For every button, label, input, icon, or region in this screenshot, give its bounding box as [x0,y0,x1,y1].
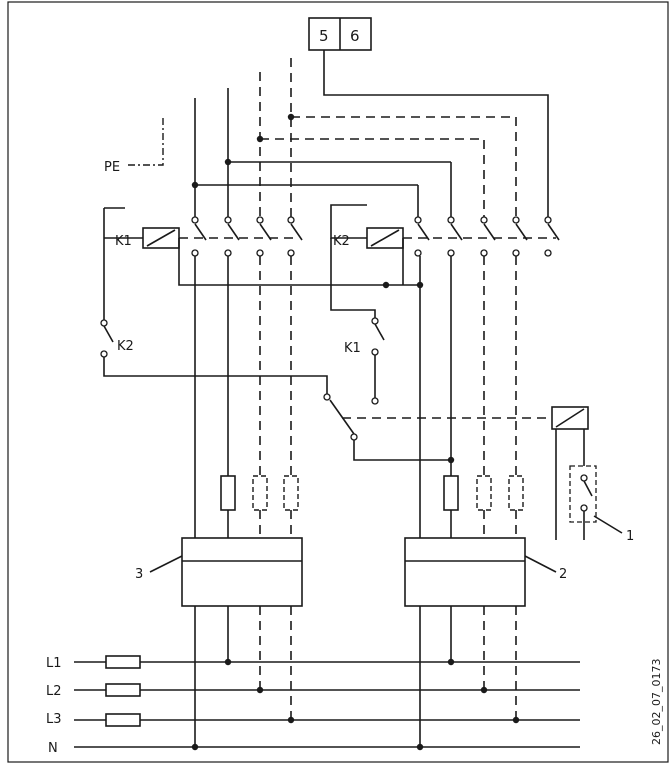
supply-lines: L1 L2 L3 N [46,655,580,756]
switch-1 [569,465,597,523]
unit-2-label: 2 [559,567,567,582]
pe-connection: PE [104,118,164,175]
k2-label: K2 [333,234,350,249]
terminal-block: 5 6 [308,17,372,51]
feeders [194,256,517,538]
aux-contact-k1-label: K1 [344,341,361,356]
supply-line-n-label: N [48,741,58,756]
supply-line-l1-label: L1 [46,656,62,671]
k2-contactor: K2 [333,216,560,257]
k1-main-contacts [191,216,303,257]
k2-main-contacts [414,216,560,257]
supply-drops [194,606,517,720]
terminal-5-label: 5 [319,27,329,45]
control-circuit: K2 K1 [100,204,634,544]
k1-contactor: K1 [115,216,303,257]
feeder-fuses [220,475,524,511]
pe-label: PE [104,160,120,175]
upper-wiring [191,50,549,217]
supply-line-l2-label: L2 [46,684,62,699]
terminal-6-label: 6 [350,27,360,45]
document-id: 26_02_07_0173 [650,659,663,746]
unit-3: 3 [135,537,303,607]
aux-contact-k2-label: K2 [117,339,134,354]
supply-line-l3-label: L3 [46,712,62,727]
diagram-frame [7,1,669,763]
unit-3-label: 3 [135,567,143,582]
unit-2: 2 [404,537,567,607]
k1-label: K1 [115,234,132,249]
switch-1-label: 1 [626,529,634,544]
